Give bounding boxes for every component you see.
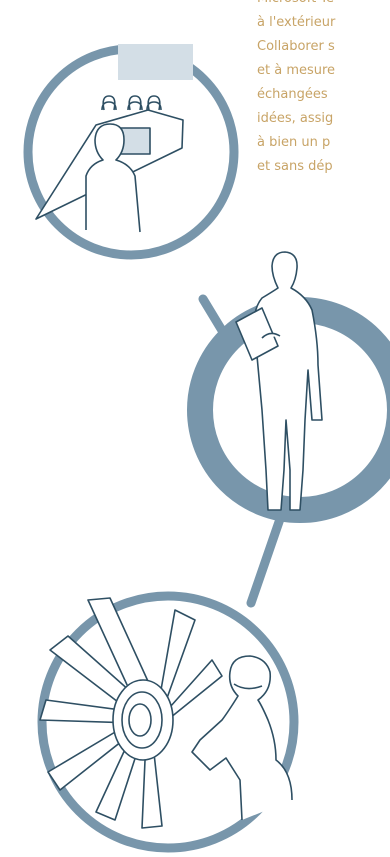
meeting-circle [28, 44, 234, 255]
paragraph-line: et à mesure [257, 59, 390, 83]
paragraph-line: à bien un p [257, 131, 390, 155]
paragraph-line: à l'extérieur [257, 11, 390, 35]
paragraph-line: idées, assig [257, 107, 390, 131]
standing-person-circle [200, 252, 390, 510]
paragraph-line: Microsoft Te [257, 0, 390, 11]
fan-worker-circle [40, 596, 294, 848]
intro-paragraph: Microsoft Te à l'extérieur Collaborer s … [257, 0, 390, 179]
paragraph-line: échangées [257, 83, 390, 107]
paragraph-line: Collaborer s [257, 35, 390, 59]
paragraph-line: et sans dép [257, 155, 390, 179]
